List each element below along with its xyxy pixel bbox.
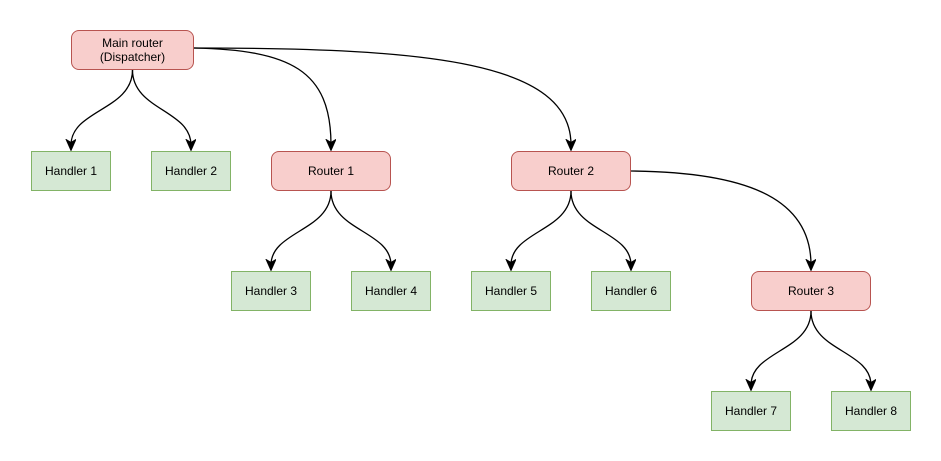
node-handler3[interactable]: Handler 3 bbox=[231, 271, 311, 311]
node-router3[interactable]: Router 3 bbox=[751, 271, 871, 311]
edge-router3-to-handler8[interactable] bbox=[810, 310, 871, 385]
edge-router2-to-handler5[interactable] bbox=[511, 190, 572, 265]
node-handler4[interactable]: Handler 4 bbox=[351, 271, 431, 311]
edge-main-to-handler2[interactable] bbox=[131, 69, 192, 145]
edge-router1-to-handler3[interactable] bbox=[271, 190, 332, 265]
node-router1[interactable]: Router 1 bbox=[271, 151, 391, 191]
node-handler7[interactable]: Handler 7 bbox=[711, 391, 791, 431]
node-handler8[interactable]: Handler 8 bbox=[831, 391, 911, 431]
node-handler6[interactable]: Handler 6 bbox=[591, 271, 671, 311]
node-main[interactable]: Main router (Dispatcher) bbox=[71, 30, 194, 70]
node-handler2[interactable]: Handler 2 bbox=[151, 151, 231, 191]
edge-main-to-router1[interactable] bbox=[193, 47, 331, 145]
node-handler5[interactable]: Handler 5 bbox=[471, 271, 551, 311]
edge-router1-to-handler4[interactable] bbox=[330, 190, 391, 265]
edge-main-to-router2[interactable] bbox=[193, 47, 571, 145]
edge-main-to-handler1[interactable] bbox=[71, 69, 134, 145]
edge-router3-to-handler7[interactable] bbox=[751, 310, 812, 385]
edge-router2-to-router3[interactable] bbox=[630, 170, 811, 265]
node-handler1[interactable]: Handler 1 bbox=[31, 151, 111, 191]
node-router2[interactable]: Router 2 bbox=[511, 151, 631, 191]
edge-paths bbox=[71, 47, 871, 385]
edge-router2-to-handler6[interactable] bbox=[570, 190, 631, 265]
